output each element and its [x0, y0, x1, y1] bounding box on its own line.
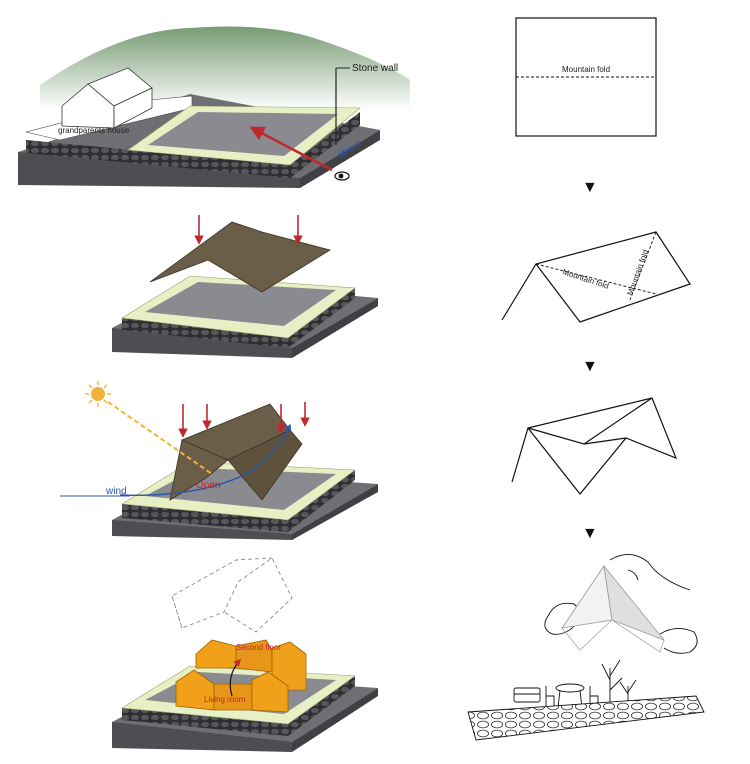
hand-sketch: [609, 554, 691, 591]
panel-2-roof-drop: [112, 215, 378, 358]
mountain-fold-line: [629, 231, 657, 301]
stone-wall-sketch: [467, 695, 705, 741]
stone-wall-side: [290, 112, 360, 178]
down-triangle-icon: ▼: [582, 179, 598, 196]
paper-model: [561, 564, 613, 629]
living-room-label: Living room: [204, 695, 246, 704]
fold-step-2: Mountain fold Mountain fold: [501, 231, 691, 323]
mountain-fold-line: [535, 263, 657, 295]
panel-4-rooms: Second floor Living room: [112, 557, 378, 752]
folded-paper: [511, 397, 678, 495]
down-triangle-icon: ▼: [582, 358, 598, 375]
ground-front: [18, 152, 300, 188]
mountain-fold-label: Mountain fold: [562, 65, 610, 74]
stair-arrow: [229, 658, 241, 697]
street-arrow: [249, 126, 333, 172]
panel-1-site: grandparents house Stone wall street: [18, 26, 410, 188]
fold-step-1: Mountain fold: [515, 17, 657, 137]
ground-side: [300, 130, 380, 188]
open-label: Open: [196, 480, 220, 491]
panel-3-sun-wind: wind Open: [60, 381, 378, 540]
wind-label: wind: [105, 486, 127, 497]
folded-paper: [501, 231, 691, 323]
plaza: [145, 282, 336, 326]
table-chairs-sketch: [545, 683, 599, 709]
wind-flow: [119, 423, 292, 496]
stone-wall-label: Stone wall: [352, 63, 398, 74]
down-triangle-icon: ▼: [582, 525, 598, 542]
fold-step-4-model-photo: [467, 554, 705, 741]
plaza: [148, 112, 338, 156]
roof-ghost-outline: [171, 557, 293, 633]
sun-ray: [107, 401, 213, 475]
paper-model: [603, 564, 666, 641]
sofa-sketch: [513, 687, 541, 703]
second-floor-label: Second floor: [236, 643, 281, 652]
sun-icon: [85, 381, 111, 407]
hand-sketch: [659, 628, 698, 654]
eye-icon: [334, 171, 350, 181]
room-blocks: [175, 639, 307, 713]
stone-wall-front: [26, 140, 290, 178]
fold-step-3: [511, 397, 678, 495]
roof-sheet: [149, 221, 332, 293]
grandparents-house-label: grandparents house: [58, 126, 130, 135]
grandparents-house: [61, 67, 153, 129]
folded-roof: [169, 403, 303, 501]
